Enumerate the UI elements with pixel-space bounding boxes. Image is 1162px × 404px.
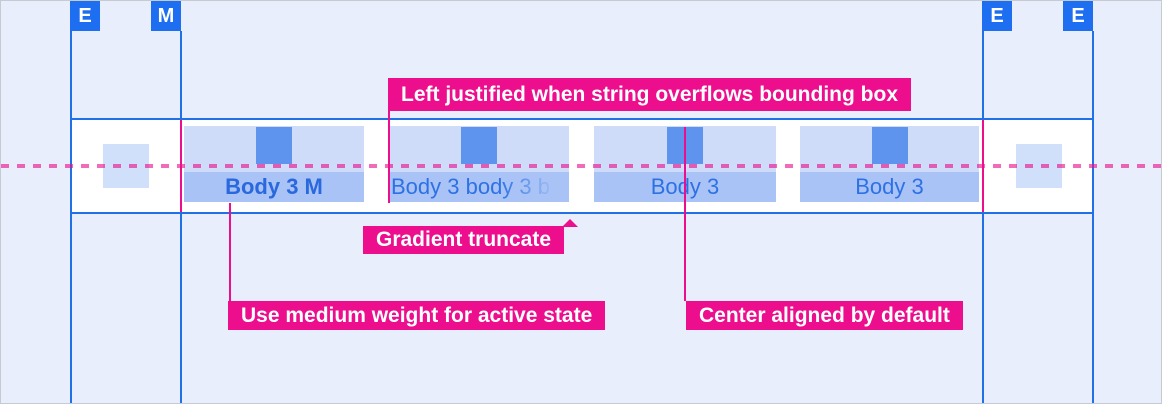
leader-line: [684, 127, 686, 301]
grid-line: [1092, 31, 1094, 118]
tab-icon-placeholder: [871, 127, 908, 164]
grid-line: [1092, 214, 1094, 403]
grid-line: [70, 31, 72, 118]
leader-line: [982, 120, 984, 212]
margin-badge-m: M: [151, 1, 181, 31]
tab-label: Body 3: [800, 172, 979, 202]
annotation-medium-weight: Use medium weight for active state: [228, 301, 606, 330]
annotation-center-aligned: Center aligned by default: [686, 301, 963, 330]
annotation-gradient-truncate: Gradient truncate: [363, 219, 578, 254]
grid-line: [982, 214, 984, 403]
annotation-left-justified: Left justified when string overflows bou…: [388, 78, 911, 111]
grid-line: [180, 214, 182, 403]
tab-icon-placeholder: [461, 127, 497, 164]
leader-line: [229, 203, 231, 301]
grid-line: [70, 214, 72, 403]
baseline-dashed-line: [1, 164, 1161, 168]
tab-icon-placeholder: [256, 127, 292, 164]
grid-line: [982, 31, 984, 118]
tab-label: Body 3 M: [184, 172, 364, 202]
gradient-truncate-overlay: [499, 172, 569, 202]
leader-line: [388, 111, 390, 203]
caret-up-icon: [562, 219, 578, 227]
grid-line: [180, 31, 182, 118]
annotation-text: Gradient truncate: [376, 228, 552, 251]
leader-line: [180, 120, 182, 212]
margin-badge-e: E: [982, 1, 1012, 31]
margin-badge-e: E: [1063, 1, 1093, 31]
margin-badge-e: E: [70, 1, 100, 31]
